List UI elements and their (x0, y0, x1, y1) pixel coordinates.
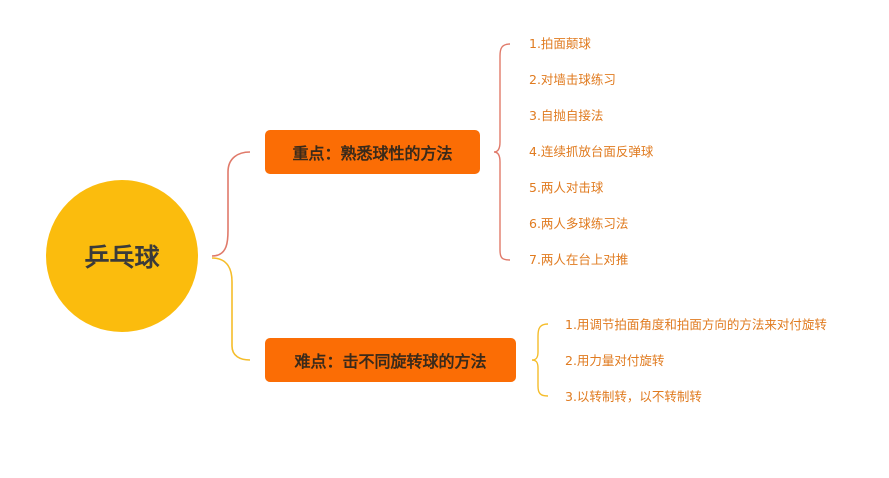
branch-root-to-topic-1 (211, 257, 251, 361)
leaf-item[interactable]: 7.两人在台上对推 (529, 252, 629, 267)
leaf-item[interactable]: 4.连续抓放台面反弹球 (529, 144, 654, 159)
topic-label: 重点：熟悉球性的方法 (292, 144, 453, 163)
bracket-topic-0 (493, 43, 511, 261)
leaf-item[interactable]: 6.两人多球练习法 (529, 216, 629, 231)
leaf-item[interactable]: 5.两人对击球 (529, 180, 604, 195)
root-label: 乒乓球 (84, 243, 160, 272)
leaf-item[interactable]: 2.用力量对付旋转 (565, 353, 665, 368)
leaf-item[interactable]: 1.拍面颠球 (529, 36, 591, 51)
topic-node-difficult-points[interactable]: 难点：击不同旋转球的方法 (265, 338, 516, 382)
topic-label: 难点：击不同旋转球的方法 (294, 352, 487, 371)
leaf-item[interactable]: 3.自抛自接法 (529, 108, 604, 123)
topic-node-key-points[interactable]: 重点：熟悉球性的方法 (265, 130, 480, 174)
branch-root-to-topic-0 (211, 151, 251, 257)
leaf-item[interactable]: 2.对墙击球练习 (529, 72, 616, 87)
leaf-item[interactable]: 1.用调节拍面角度和拍面方向的方法来对付旋转 (565, 317, 827, 332)
root-node[interactable]: 乒乓球 (46, 180, 198, 332)
bracket-topic-1 (531, 323, 549, 397)
leaf-item[interactable]: 3.以转制转，以不转制转 (565, 389, 702, 404)
